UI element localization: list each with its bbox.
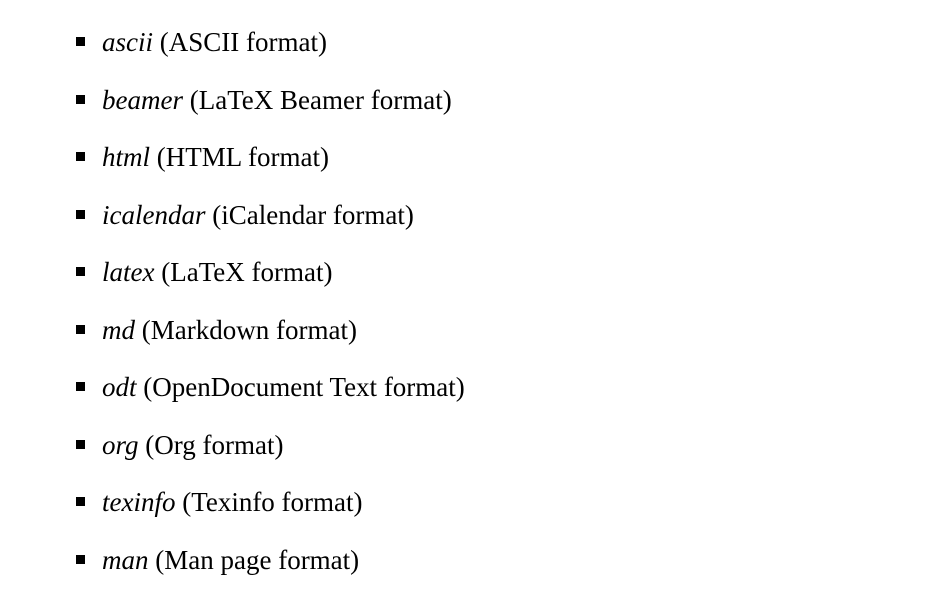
list-item-ascii: ascii (ASCII format) (0, 25, 936, 83)
list-item-md: md (Markdown format) (0, 313, 936, 371)
square-bullet-icon (76, 37, 85, 46)
list-item-text: icalendar (iCalendar format) (102, 198, 414, 232)
format-description: (OpenDocument Text format) (143, 372, 465, 402)
format-description: (Markdown format) (141, 314, 357, 345)
list-item-text: beamer (LaTeX Beamer format) (102, 83, 452, 117)
square-bullet-icon (76, 439, 85, 449)
square-bullet-icon (76, 209, 85, 219)
export-format-list: ascii (ASCII format) beamer (LaTeX Beame… (0, 25, 936, 600)
format-description: (LaTeX Beamer format) (189, 84, 452, 115)
list-item-text: ascii (ASCII format) (102, 25, 327, 59)
format-description: (Texinfo format) (182, 487, 363, 517)
list-item-text: latex (LaTeX format) (102, 255, 333, 289)
list-item-icalendar: icalendar (iCalendar format) (0, 198, 936, 256)
format-description: (Man page format) (155, 544, 360, 575)
format-name: ascii (102, 27, 153, 57)
format-name: man (102, 544, 149, 575)
format-name: md (102, 314, 135, 345)
list-item-text: odt (OpenDocument Text format) (102, 370, 465, 404)
list-item-org: org (Org format) (0, 428, 936, 486)
square-bullet-icon (76, 324, 85, 334)
square-bullet-icon (76, 94, 85, 104)
list-item-text: texinfo (Texinfo format) (102, 485, 363, 519)
list-item-text: org (Org format) (102, 428, 283, 462)
list-item-text: md (Markdown format) (102, 313, 357, 347)
list-item-man: man (Man page format) (0, 543, 936, 601)
format-name: latex (102, 257, 155, 287)
list-item-texinfo: texinfo (Texinfo format) (0, 485, 936, 543)
square-bullet-icon (76, 554, 85, 564)
square-bullet-icon (76, 382, 85, 391)
square-bullet-icon (76, 152, 85, 161)
format-description: (LaTeX format) (161, 257, 333, 287)
format-description: (ASCII format) (159, 27, 327, 57)
format-name: beamer (102, 84, 183, 115)
square-bullet-icon (76, 267, 85, 276)
list-item-latex: latex (LaTeX format) (0, 255, 936, 313)
format-name: odt (102, 372, 137, 402)
format-name: html (102, 142, 151, 172)
format-name: texinfo (102, 487, 176, 517)
format-description: (HTML format) (156, 142, 329, 172)
list-item-odt: odt (OpenDocument Text format) (0, 370, 936, 428)
list-item-html: html (HTML format) (0, 140, 936, 198)
format-name: org (102, 429, 139, 460)
format-description: (iCalendar format) (212, 199, 414, 230)
square-bullet-icon (76, 497, 85, 506)
format-name: icalendar (102, 199, 206, 230)
list-item-text: html (HTML format) (102, 140, 329, 174)
list-item-beamer: beamer (LaTeX Beamer format) (0, 83, 936, 141)
format-description: (Org format) (145, 429, 284, 460)
list-item-text: man (Man page format) (102, 543, 359, 577)
